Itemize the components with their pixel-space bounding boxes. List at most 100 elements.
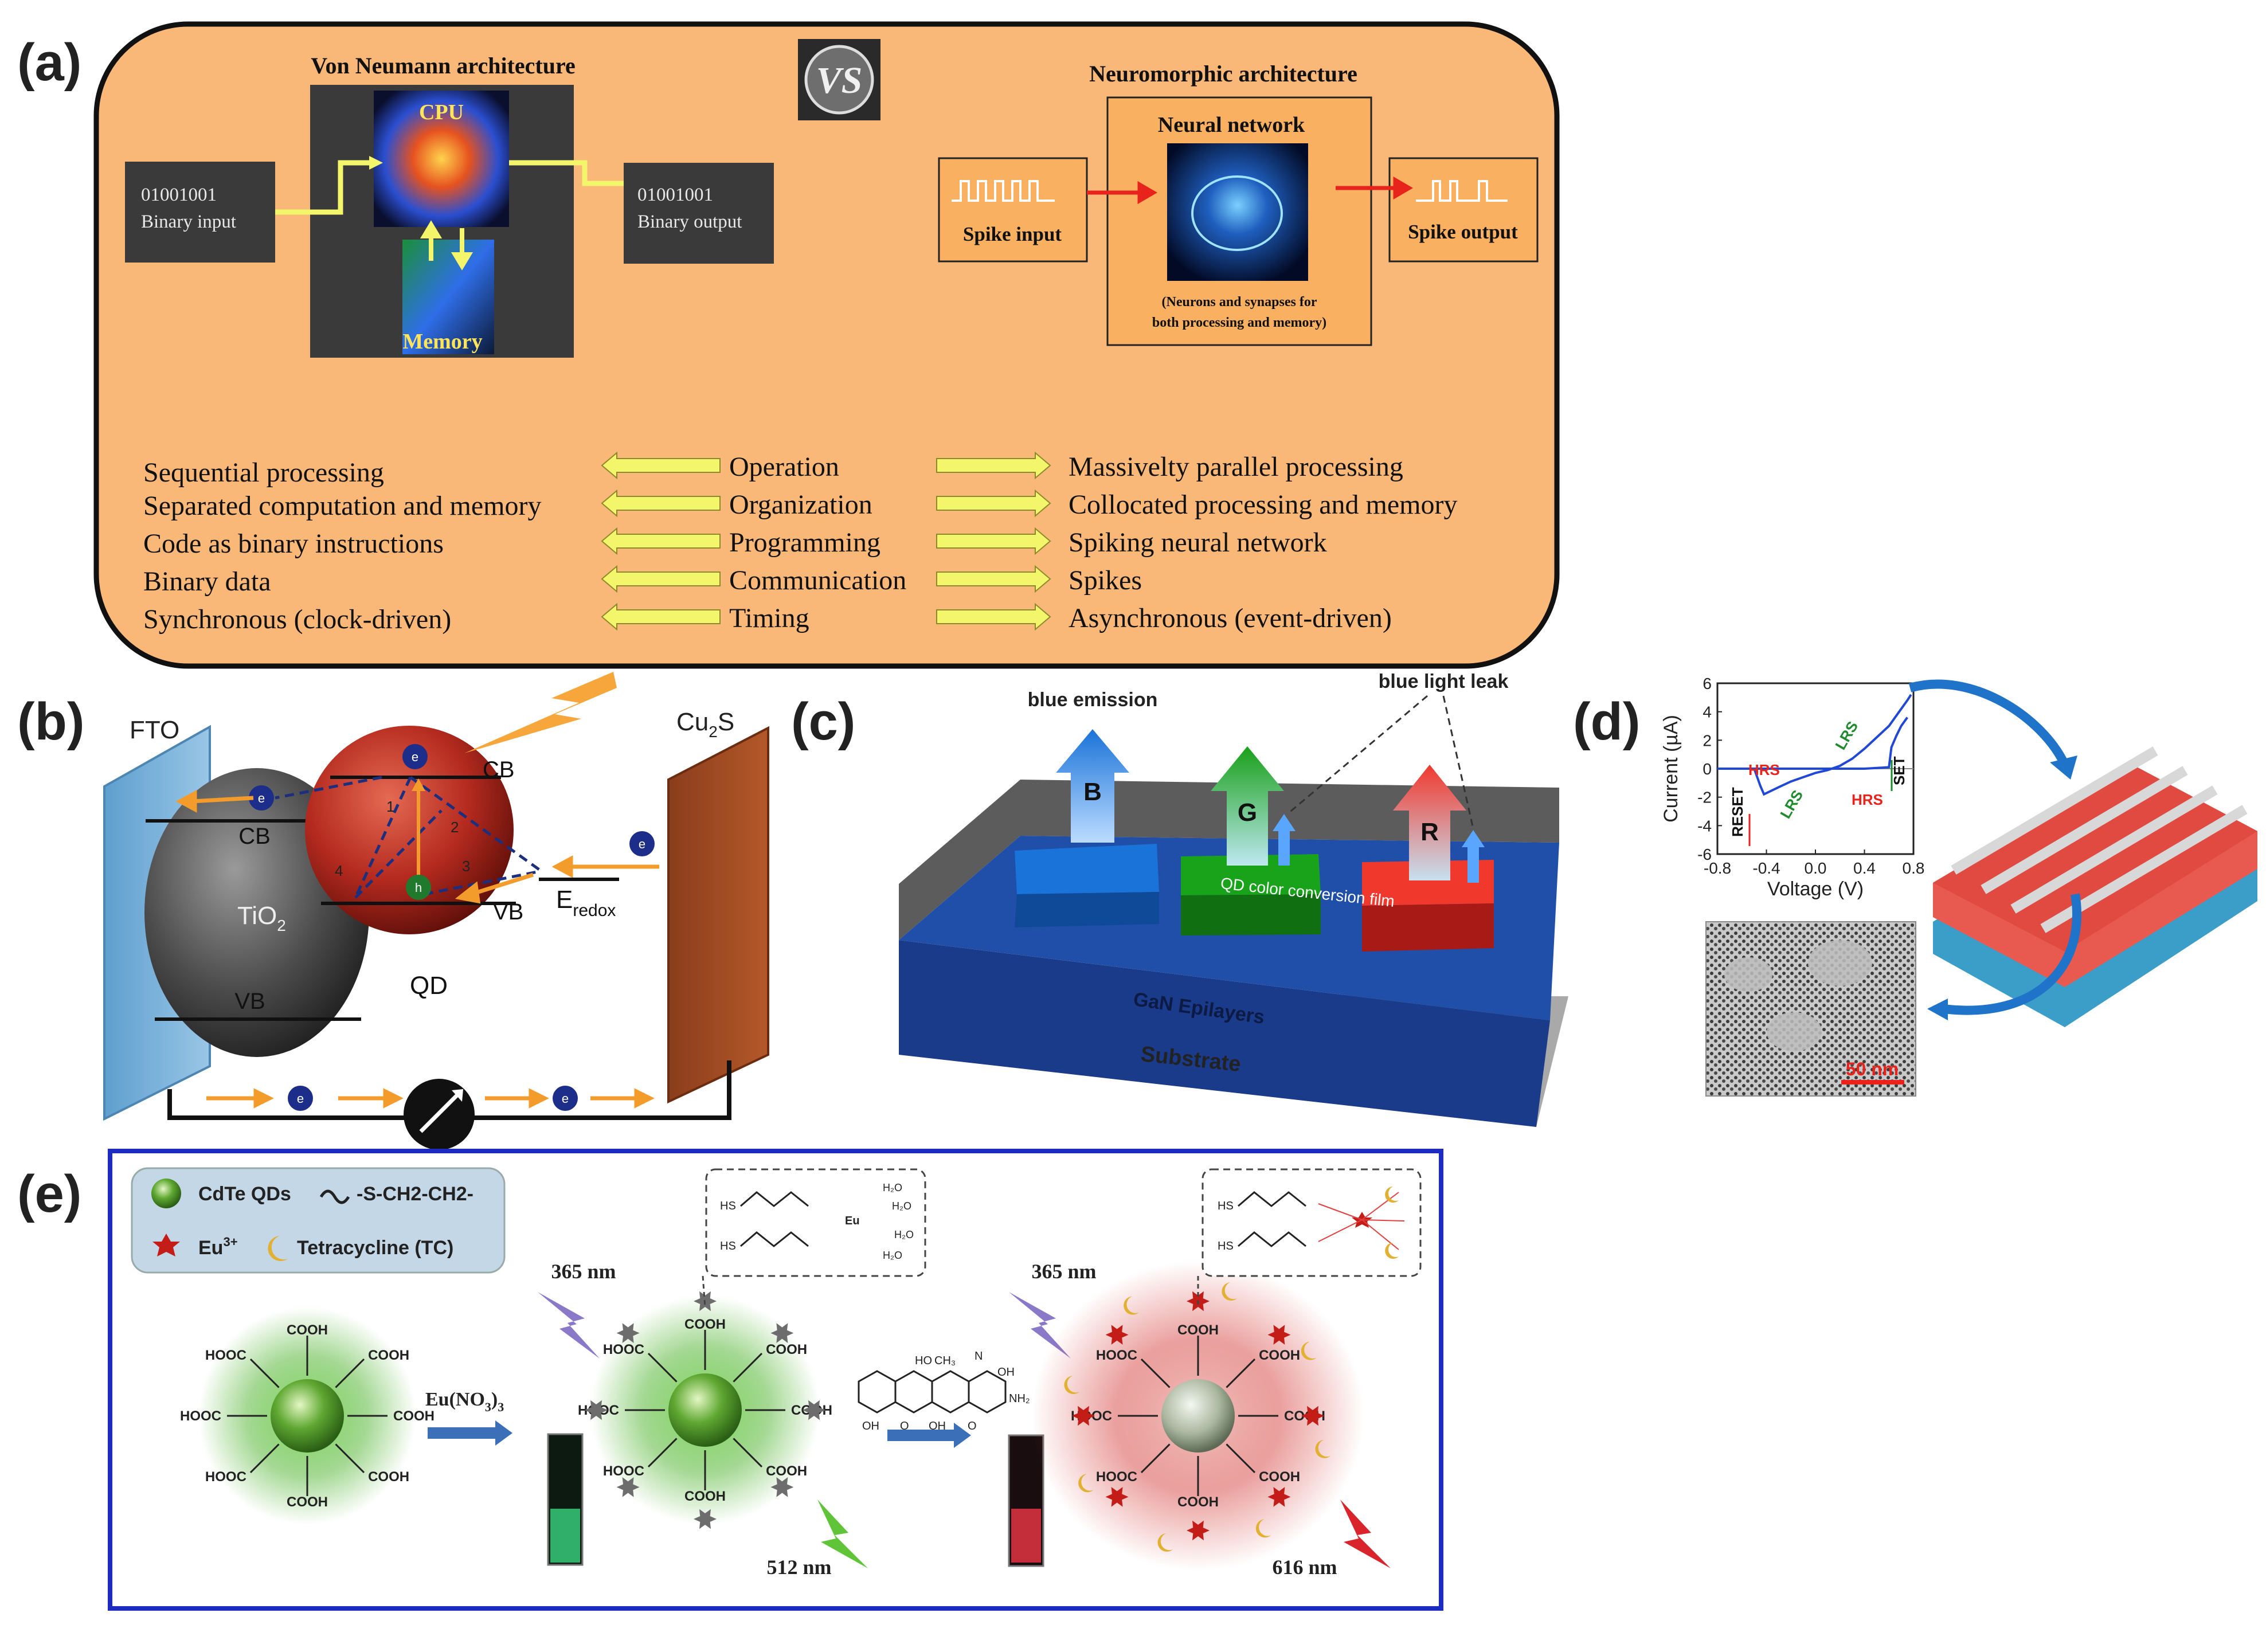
leak-pointers: [1287, 695, 1474, 829]
cpu-label: CPU: [419, 100, 464, 124]
ligand-group: COOH: [368, 1348, 409, 1363]
red-bolt-icon: [1340, 1500, 1391, 1568]
iv-curve-1: [1717, 694, 1912, 796]
inset-2-chain-2: [1238, 1231, 1306, 1247]
right-arrow: [936, 527, 1051, 555]
tem-image: [1705, 921, 1916, 1097]
ligand-group: COOH: [287, 1322, 328, 1338]
electron: [553, 1086, 578, 1111]
electron-label: e: [639, 837, 645, 851]
ligand-chain: [335, 1358, 365, 1388]
uv-label-2: 365 nm: [1031, 1260, 1096, 1283]
blue-emission-arrow: [1056, 729, 1129, 843]
iv-annotation-set: SET: [1891, 756, 1908, 785]
inset-2-hs-2: HS: [1218, 1240, 1234, 1252]
right-arrow: [936, 602, 1051, 631]
legend-cdte-label: CdTe QDs: [198, 1183, 291, 1205]
binary-input-label: Binary input: [141, 212, 236, 232]
green-emission-arrow: [1211, 746, 1284, 866]
level-4: 4: [335, 862, 343, 879]
legend-cdte-icon: [151, 1179, 181, 1208]
qd-core-3: [1161, 1379, 1235, 1453]
legend-linker-icon: [319, 1189, 350, 1204]
ligand-group: HOOC: [205, 1469, 246, 1485]
spike-input-label: Spike input: [963, 223, 1062, 245]
electron: [629, 831, 655, 856]
inset-1-h2o-1: H₂O: [883, 1182, 902, 1193]
cpu-memory-arrows: [420, 220, 473, 271]
tc-oh-3: OH: [997, 1366, 1015, 1379]
tc-moon-icon: [1078, 1474, 1094, 1493]
comparison-left: Code as binary instructions: [143, 529, 444, 559]
y-axis-label: Current (µA): [1660, 715, 1682, 823]
cuvette-1-liquid: [550, 1509, 580, 1563]
spike-output-box: [1388, 157, 1539, 263]
panel-label-b: (b): [17, 692, 84, 751]
left-arrow: [601, 602, 721, 631]
legend-tc-label: Tetracycline (TC): [297, 1237, 453, 1259]
inset-1-pointer: [702, 1275, 706, 1307]
ligand-group: COOH: [684, 1489, 726, 1504]
ligand-group: HOOC: [180, 1408, 221, 1424]
ligand-group: COOH: [368, 1469, 409, 1485]
iv-curve-2: [1717, 717, 1908, 770]
ligand-chain: [249, 1358, 280, 1388]
brain-image: [1167, 143, 1308, 281]
eu-ion-icon: [1267, 1487, 1291, 1507]
tc-moon-icon: [1157, 1533, 1173, 1552]
ammeter-needle-head: [452, 1089, 463, 1102]
y-tick-label: 6: [1703, 675, 1712, 692]
cpu-chip: [374, 91, 509, 227]
inset-1-hs-2: HS: [720, 1240, 736, 1252]
leak-arrow-red: [1462, 830, 1485, 883]
binary-output-arrow: [509, 160, 624, 186]
blue-emission-label: blue emission: [1028, 689, 1158, 711]
tc-moon-icon: [1315, 1439, 1330, 1458]
neural-network-note-1: (Neurons and synapses for: [1162, 295, 1317, 310]
ligand-chain: [335, 1443, 365, 1474]
spike-input-box: [938, 157, 1088, 263]
memory-label: Memory: [402, 330, 482, 354]
binary-input-arrowhead: [369, 156, 383, 170]
iv-annotation-hrs_2: HRS: [1852, 791, 1883, 808]
y-tick-label: 0: [1703, 760, 1712, 778]
tc-o-2: O: [968, 1420, 977, 1432]
eu-aqua-icon: [616, 1323, 640, 1343]
excitation-arrowhead: [412, 778, 425, 791]
ligand-group: HOOC: [603, 1342, 644, 1357]
legend-linker-label: -S-CH2-CH2-: [357, 1183, 473, 1205]
right-arrow: [936, 451, 1051, 480]
neuromorphic-title: Neuromorphic architecture: [1089, 61, 1357, 87]
ligand-group: HOOC: [1096, 1348, 1137, 1363]
tc-arrow: [887, 1423, 971, 1448]
crossbar-device: [1933, 746, 2257, 1027]
tc-ch3: CH₃: [934, 1355, 956, 1367]
inset-1-hs-1: HS: [720, 1200, 736, 1212]
neural-network-title: Neural network: [1158, 113, 1305, 137]
eredox-text: Eredox: [556, 886, 616, 920]
eu-aqua-icon: [585, 1400, 608, 1420]
eu-ion-icon: [1105, 1325, 1129, 1345]
ligand-chain: [647, 1438, 678, 1468]
link-arrowhead-bottom: [1927, 999, 1948, 1020]
orange-transfer-arrows: [175, 790, 659, 1109]
legend-box: [131, 1167, 506, 1274]
ligand-group: COOH: [287, 1494, 328, 1510]
inset-1-h2o-3: H₂O: [894, 1229, 914, 1240]
tc-moon-icon: [1301, 1341, 1317, 1360]
x-tick-label: 0.4: [1853, 859, 1876, 877]
uv-bolt-1-icon: [538, 1292, 600, 1359]
comparison-right: Massivelty parallel processing: [1069, 452, 1403, 482]
ammeter-needle: [419, 1092, 460, 1133]
eu-aqua-icon: [770, 1323, 794, 1343]
tem-domain: [1724, 957, 1772, 992]
comparison-left: Binary data: [143, 566, 271, 597]
eu-ion-icon: [1187, 1520, 1210, 1541]
link-arrow-top: [1908, 679, 2068, 765]
right-arrow: [936, 565, 1051, 593]
tc-oh-2: OH: [929, 1420, 946, 1432]
tio2-vb-text: VB: [234, 989, 265, 1014]
link-arrow-bottom: [1943, 893, 2081, 1015]
ligand-group: HOOC: [205, 1348, 246, 1363]
